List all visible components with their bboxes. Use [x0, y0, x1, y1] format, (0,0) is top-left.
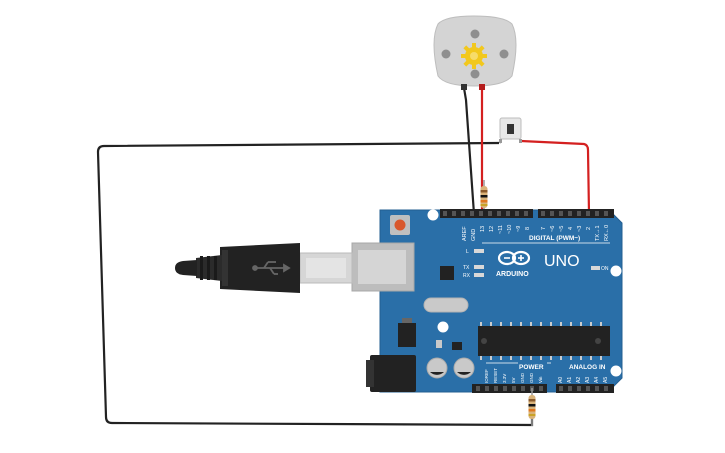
pin-label: A1 — [567, 377, 573, 383]
atmega-chip — [478, 326, 610, 356]
pin-label: GND — [520, 372, 525, 383]
pin-label: ~11 — [498, 225, 504, 234]
pin-label: RESET — [493, 368, 498, 383]
resistor-top[interactable] — [480, 180, 488, 214]
digital-header-2 — [538, 209, 614, 218]
pin-label: A4 — [594, 377, 600, 383]
motor-screw-right — [499, 49, 509, 59]
pin-label: AREF — [462, 226, 468, 241]
analog-pin-labels: A0 A1 A2 A3 A4 A5 — [558, 377, 609, 383]
motor-shaft-gear-icon — [461, 43, 487, 69]
mount-hole — [610, 365, 622, 377]
arduino-uno-board[interactable]: AREF GND 13 12 ~11 ~10 ~9 8 7 ~6 ~5 4 ~3… — [351, 209, 623, 393]
led-l — [474, 249, 484, 253]
power-label: POWER — [519, 364, 544, 371]
pin-label: 3.3V — [502, 374, 507, 383]
led-label-on: ON — [601, 266, 609, 272]
reset-button-cap[interactable] — [394, 219, 406, 231]
button-red-wire[interactable] — [520, 139, 591, 215]
resistor-bottom[interactable] — [528, 388, 536, 426]
black-wire-loop[interactable] — [96, 141, 534, 427]
pin-label: ~5 — [559, 226, 565, 232]
analog-label: ANALOG IN — [569, 364, 606, 371]
pin-label: IOREF — [484, 369, 489, 383]
motor-screw-bottom — [470, 69, 480, 79]
pin-label: ~10 — [507, 225, 513, 234]
pin-label: GND — [529, 372, 534, 383]
led-label-tx: TX — [463, 265, 470, 271]
capacitor — [426, 357, 448, 379]
analog-header — [556, 384, 614, 393]
usb-interface-chip — [440, 266, 454, 280]
led-tx — [474, 265, 484, 269]
led-rx — [474, 273, 484, 277]
led-label-rx: RX — [463, 273, 471, 279]
voltage-regulator — [398, 323, 416, 347]
pin-label: 7 — [541, 227, 547, 230]
bottom-header-holes — [476, 386, 608, 391]
pin-label: 5V — [511, 377, 516, 383]
pin-label: ~3 — [577, 226, 583, 232]
pin-label: 13 — [480, 226, 486, 232]
motor-black-wire[interactable] — [462, 87, 476, 215]
pin-label: A3 — [585, 377, 591, 383]
motor-screw-left — [441, 49, 451, 59]
motor-screw-top — [470, 29, 480, 39]
digital-pin-labels: AREF GND 13 12 ~11 ~10 ~9 8 7 ~6 ~5 4 ~3… — [462, 225, 610, 241]
digital-header-1 — [440, 209, 533, 218]
pin-label: GND — [471, 229, 477, 241]
pushbutton[interactable] — [499, 117, 522, 143]
arduino-logo-icon — [497, 250, 531, 266]
digital-label: DIGITAL (PWM~) — [529, 235, 580, 242]
usb-symbol-icon — [252, 261, 291, 275]
dc-power-jack — [370, 355, 416, 392]
pin-label: A2 — [576, 377, 582, 383]
pin-label: ~6 — [550, 226, 556, 232]
pin-label: 4 — [568, 227, 574, 230]
motor-terminal-black — [461, 84, 467, 90]
usb-cable[interactable] — [175, 243, 353, 293]
dc-motor[interactable] — [433, 15, 517, 90]
board-brand: ARDUINO — [496, 271, 529, 278]
pin-label: Vin — [538, 376, 543, 383]
led-label-l: L — [466, 249, 469, 255]
pin-label: TX→1 — [595, 225, 601, 241]
pin-label: 2 — [586, 227, 592, 230]
crystal-oscillator — [423, 297, 469, 313]
power-header — [472, 384, 547, 393]
board-model: UNO — [544, 253, 580, 270]
pin-label: 8 — [525, 227, 531, 230]
chip-pins — [480, 322, 602, 360]
pushbutton-cap — [507, 124, 514, 134]
mount-hole — [427, 209, 439, 221]
pin-label: A5 — [603, 377, 609, 383]
pin-label: 12 — [489, 226, 495, 232]
wires — [96, 87, 591, 427]
capacitor — [453, 357, 475, 379]
smd-component — [436, 340, 442, 348]
smd-component — [452, 342, 462, 350]
pin-label: ~9 — [516, 226, 522, 232]
motor-terminal-red — [479, 84, 485, 90]
led-on — [591, 266, 600, 270]
power-pin-labels: IOREF RESET 3.3V 5V GND GND Vin — [484, 368, 543, 383]
digital-header-holes — [443, 211, 608, 216]
mount-hole — [610, 265, 622, 277]
mount-hole — [437, 321, 449, 333]
pin-label: RX←0 — [604, 225, 610, 241]
pin-label: A0 — [558, 377, 564, 383]
usb-cable-end — [175, 260, 197, 276]
